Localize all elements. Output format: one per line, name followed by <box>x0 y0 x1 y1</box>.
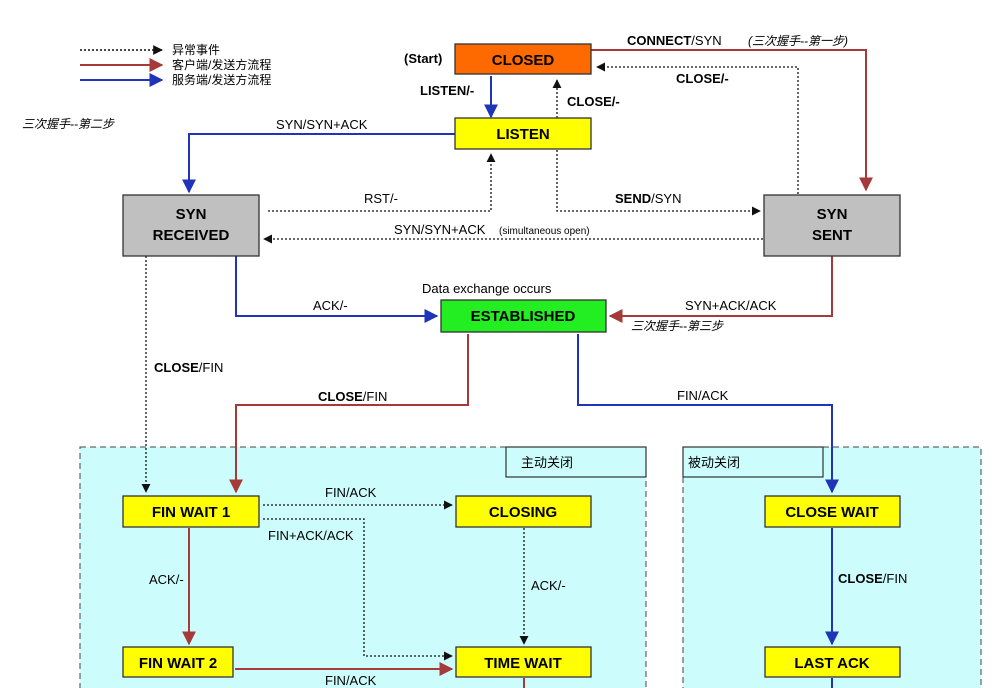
synrcvd-close-fin-label: CLOSE/FIN <box>154 360 223 375</box>
state-time-wait: TIME WAIT <box>455 646 592 678</box>
edge-established-close-fin <box>229 334 469 494</box>
state-fin-wait-2-label: FIN WAIT 2 <box>139 655 217 672</box>
state-listen-label: LISTEN <box>496 126 549 143</box>
data-exchange-label: Data exchange occurs <box>422 281 552 296</box>
state-last-ack-label: LAST ACK <box>794 655 869 672</box>
fw1-closing-label: FIN/ACK <box>325 485 377 500</box>
state-close-wait: CLOSE WAIT <box>764 495 901 528</box>
legend: 异常事件 客户端/发送方流程 服务端/发送方流程 <box>80 43 271 87</box>
state-last-ack: LAST ACK <box>764 646 901 678</box>
send-syn-label: SEND/SYN <box>615 191 681 206</box>
fin-ack-passive-label: FIN/ACK <box>677 388 729 403</box>
state-fin-wait-2: FIN WAIT 2 <box>122 646 234 678</box>
state-established-label: ESTABLISHED <box>471 308 576 325</box>
connect-syn-label: CONNECT/SYN <box>627 33 722 48</box>
state-time-wait-label: TIME WAIT <box>484 655 562 672</box>
state-syn-received-line1: SYN <box>176 206 207 223</box>
state-closing: CLOSING <box>455 495 592 528</box>
state-closed-label: CLOSED <box>492 52 555 69</box>
simultaneous-open-note: (simultaneous open) <box>499 226 590 237</box>
ack-established-label: ACK/- <box>313 298 348 313</box>
synack-ack-label: SYN+ACK/ACK <box>685 298 777 313</box>
fw2-timewait-label: FIN/ACK <box>325 673 377 688</box>
edge-ack-established <box>235 256 439 323</box>
active-close-title: 主动关闭 <box>521 455 573 470</box>
state-close-wait-label: CLOSE WAIT <box>785 504 878 521</box>
established-close-fin-label: CLOSE/FIN <box>318 389 387 404</box>
handshake-step2-note: 三次握手--第二步 <box>22 117 115 131</box>
edge-synsent-close <box>596 62 799 194</box>
state-syn-received: SYN RECEIVED <box>122 194 260 257</box>
listen-cmd-label: LISTEN/- <box>420 83 474 98</box>
state-closing-label: CLOSING <box>489 504 557 521</box>
legend-event-label: 异常事件 <box>172 43 220 57</box>
state-syn-sent: SYN SENT <box>763 194 901 257</box>
state-syn-sent-line2: SENT <box>812 227 852 244</box>
edge-synack-ack <box>608 256 833 323</box>
edge-rst <box>268 153 496 212</box>
state-listen: LISTEN <box>454 117 592 150</box>
edge-syn-synack <box>182 133 455 194</box>
legend-client-label: 客户端/发送方流程 <box>172 57 271 72</box>
state-fin-wait-1-label: FIN WAIT 1 <box>152 504 230 521</box>
closewait-lastack-label: CLOSE/FIN <box>838 571 907 586</box>
edge-send-syn <box>556 150 761 216</box>
edge-connect-syn <box>591 49 873 192</box>
fw1-timewait-label: FIN+ACK/ACK <box>268 528 354 543</box>
synsent-close-label: CLOSE/- <box>676 71 729 86</box>
edge-fin-ack-passive <box>577 334 839 494</box>
listen-close-label: CLOSE/- <box>567 94 620 109</box>
state-syn-received-line2: RECEIVED <box>153 227 230 244</box>
state-fin-wait-1: FIN WAIT 1 <box>122 495 260 528</box>
start-label: (Start) <box>404 51 442 66</box>
state-established: ESTABLISHED <box>440 299 607 333</box>
fw1-fw2-label: ACK/- <box>149 572 184 587</box>
simultaneous-open-label: SYN/SYN+ACK <box>394 222 486 237</box>
state-closed: CLOSED <box>454 43 592 75</box>
syn-synack-label: SYN/SYN+ACK <box>276 117 368 132</box>
passive-close-title: 被动关闭 <box>688 455 740 470</box>
state-syn-sent-line1: SYN <box>817 206 848 223</box>
rst-label: RST/- <box>364 191 398 206</box>
closing-timewait-label: ACK/- <box>531 578 566 593</box>
edge-fw1-timewait <box>263 518 453 661</box>
handshake-step3-note: 三次握手--第三步 <box>631 319 724 333</box>
handshake-step1-note: (三次握手--第一步) <box>748 34 848 48</box>
legend-server-label: 服务端/发送方流程 <box>172 72 271 87</box>
